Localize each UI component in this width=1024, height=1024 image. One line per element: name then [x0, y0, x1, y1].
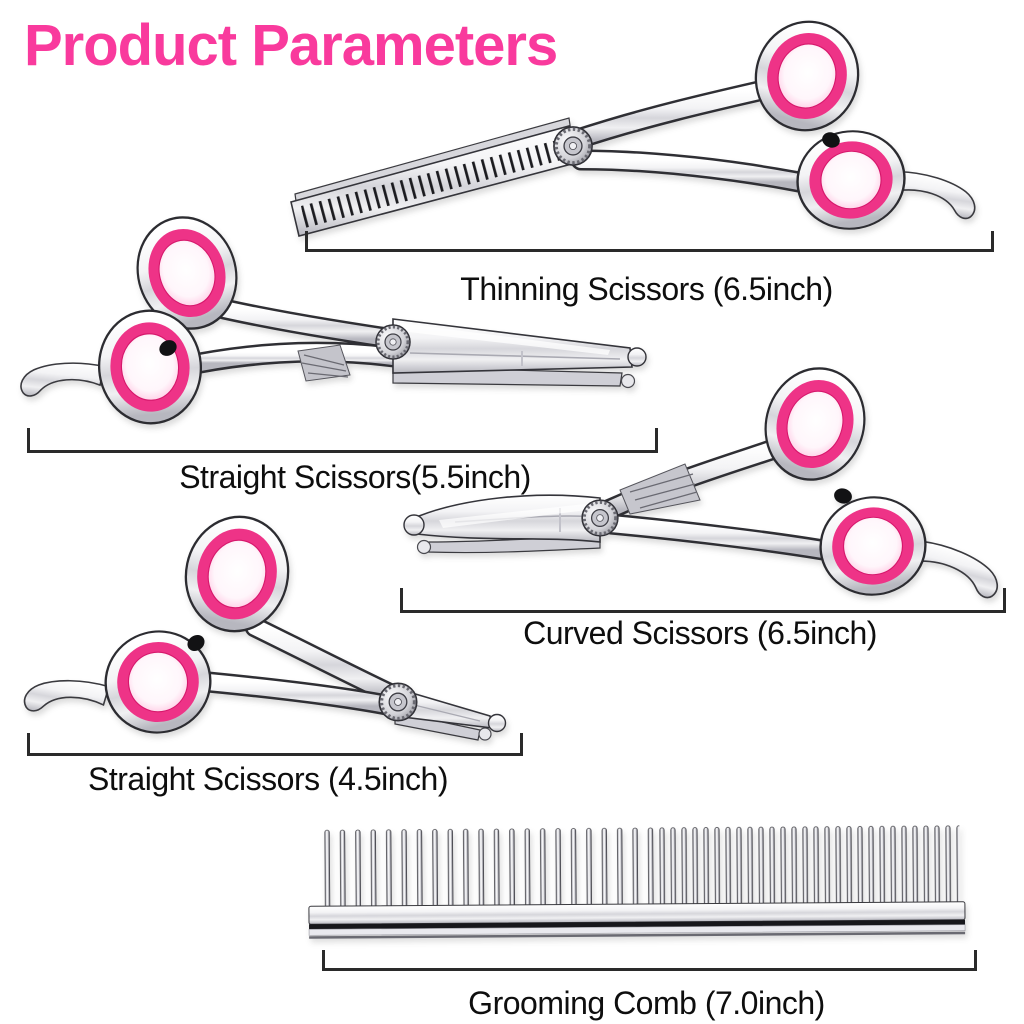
straight-scissors-5-5-bracket	[27, 428, 658, 453]
finger-ring	[824, 499, 922, 592]
thinning-blade-teeth	[301, 138, 569, 228]
grooming-comb-image	[308, 821, 966, 939]
thinning-scissors-bracket	[305, 231, 994, 252]
thinning-scissors-label: Thinning Scissors (6.5inch)	[460, 271, 833, 307]
blade-seam	[409, 703, 481, 722]
pivot-screw	[377, 681, 419, 723]
grooming-comb-bracket	[322, 950, 977, 971]
finger-ring	[104, 316, 197, 418]
straight-scissors-4-5-image	[22, 512, 507, 744]
lower-blade-ball-tip	[478, 727, 492, 741]
finger-ring	[754, 20, 861, 132]
finger-ring	[186, 518, 289, 630]
comb-spine	[308, 901, 966, 939]
pivot-screw	[580, 498, 620, 538]
handle-shanks	[189, 298, 405, 374]
comb-teeth-coarse	[316, 823, 655, 921]
blade-glare	[439, 504, 587, 528]
pivot-screw	[552, 125, 594, 167]
handle-shanks	[197, 616, 406, 717]
lower-blade-ball-tip	[620, 373, 636, 389]
straight-scissors-4-5-bracket	[27, 733, 523, 756]
finger-ring	[762, 366, 868, 481]
straight-scissors-4-5-label: Straight Scissors (4.5inch)	[88, 761, 448, 797]
ball-tip	[403, 514, 425, 536]
blade-heel	[619, 463, 701, 515]
lower-blade-ball-tip	[416, 539, 432, 555]
curved-scissors-label: Curved Scissors (6.5inch)	[523, 615, 877, 651]
handle-shanks	[564, 80, 810, 193]
finger-rest-hook	[892, 169, 980, 221]
curved-scissors-image	[403, 362, 1005, 602]
ball-tip	[487, 713, 507, 733]
curved-scissors-bracket	[400, 588, 1006, 613]
finger-ring	[800, 132, 902, 228]
grooming-comb-label: Grooming Comb (7.0inch)	[468, 985, 825, 1021]
page-title: Product Parameters	[24, 13, 558, 78]
finger-rest-hook	[19, 356, 105, 405]
blade-heel	[297, 344, 351, 382]
straight-scissors-5-5-image	[19, 205, 647, 433]
blade-seam	[409, 352, 621, 360]
blade-glare	[400, 323, 610, 355]
thinning-scissors-image	[290, 12, 980, 240]
ball-tip	[627, 347, 647, 367]
finger-rest-hook	[22, 670, 110, 724]
straight-scissors-5-5-label: Straight Scissors(5.5inch)	[179, 459, 531, 495]
comb-teeth-fine	[654, 821, 960, 918]
pivot-screw	[374, 323, 412, 361]
